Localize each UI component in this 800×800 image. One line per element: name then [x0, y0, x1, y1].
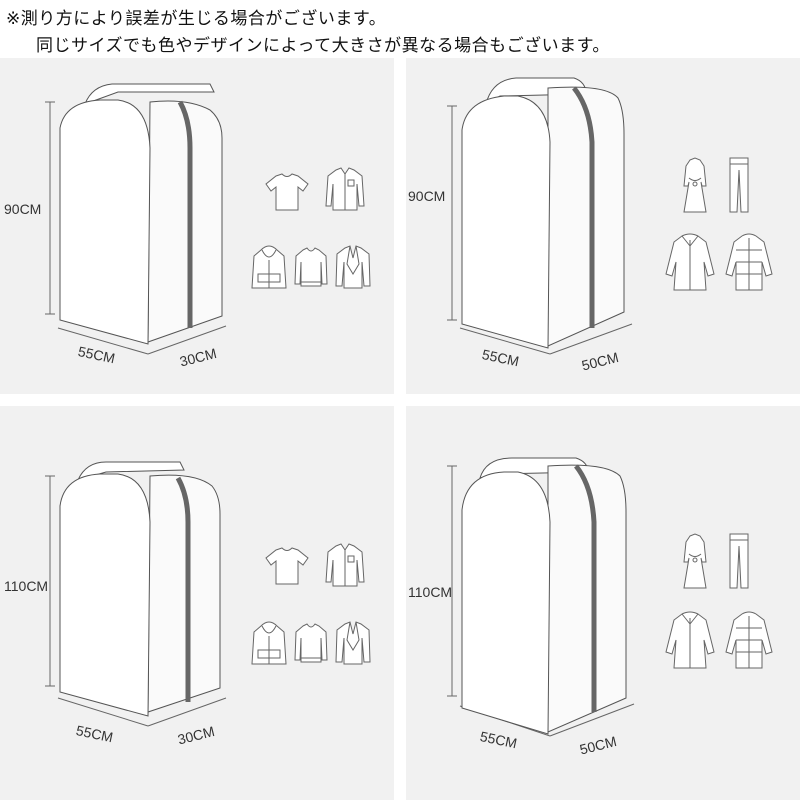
suit-jacket-icon: [335, 621, 371, 665]
shirt-icon: [325, 543, 365, 587]
garment-cover-illustration: [45, 83, 227, 355]
measurement-note: ※測り方により誤差が生じる場合がございます。: [6, 9, 387, 29]
garment-cover-panel-90x55x50: 90CM 55CM 50CM: [406, 58, 800, 394]
down-jacket-icon: [725, 611, 773, 669]
garment-cover-illustration: [447, 457, 635, 737]
dress-icon: [683, 533, 707, 589]
coat-icon: [665, 611, 715, 669]
hoodie-icon: [251, 621, 287, 665]
dress-icon: [683, 157, 707, 213]
pants-icon: [729, 533, 749, 589]
sweater-icon: [294, 623, 328, 663]
garment-cover-panel-90x55x30: 90CM 55CM 30CM: [0, 58, 394, 394]
pants-icon: [729, 157, 749, 213]
tshirt-icon: [265, 173, 309, 211]
tshirt-icon: [265, 547, 309, 585]
hoodie-icon: [251, 245, 287, 289]
suit-jacket-icon: [335, 245, 371, 289]
garment-cover-panel-110x55x30: 110CM 55CM 30CM: [0, 406, 394, 800]
garment-cover-panel-110x55x50: 110CM 55CM 50CM: [406, 406, 800, 800]
size-variation-note: 同じサイズでも色やデザインによって大きさが異なる場合もございます。: [36, 36, 610, 56]
coat-icon: [665, 233, 715, 291]
garment-cover-illustration: [45, 461, 227, 727]
garment-cover-illustration: [447, 77, 633, 355]
height-label: 90CM: [408, 188, 446, 204]
sweater-icon: [294, 247, 328, 287]
height-label: 110CM: [408, 584, 453, 600]
height-label: 90CM: [4, 201, 42, 217]
down-jacket-icon: [725, 233, 773, 291]
shirt-icon: [325, 167, 365, 211]
height-label: 110CM: [4, 578, 49, 594]
